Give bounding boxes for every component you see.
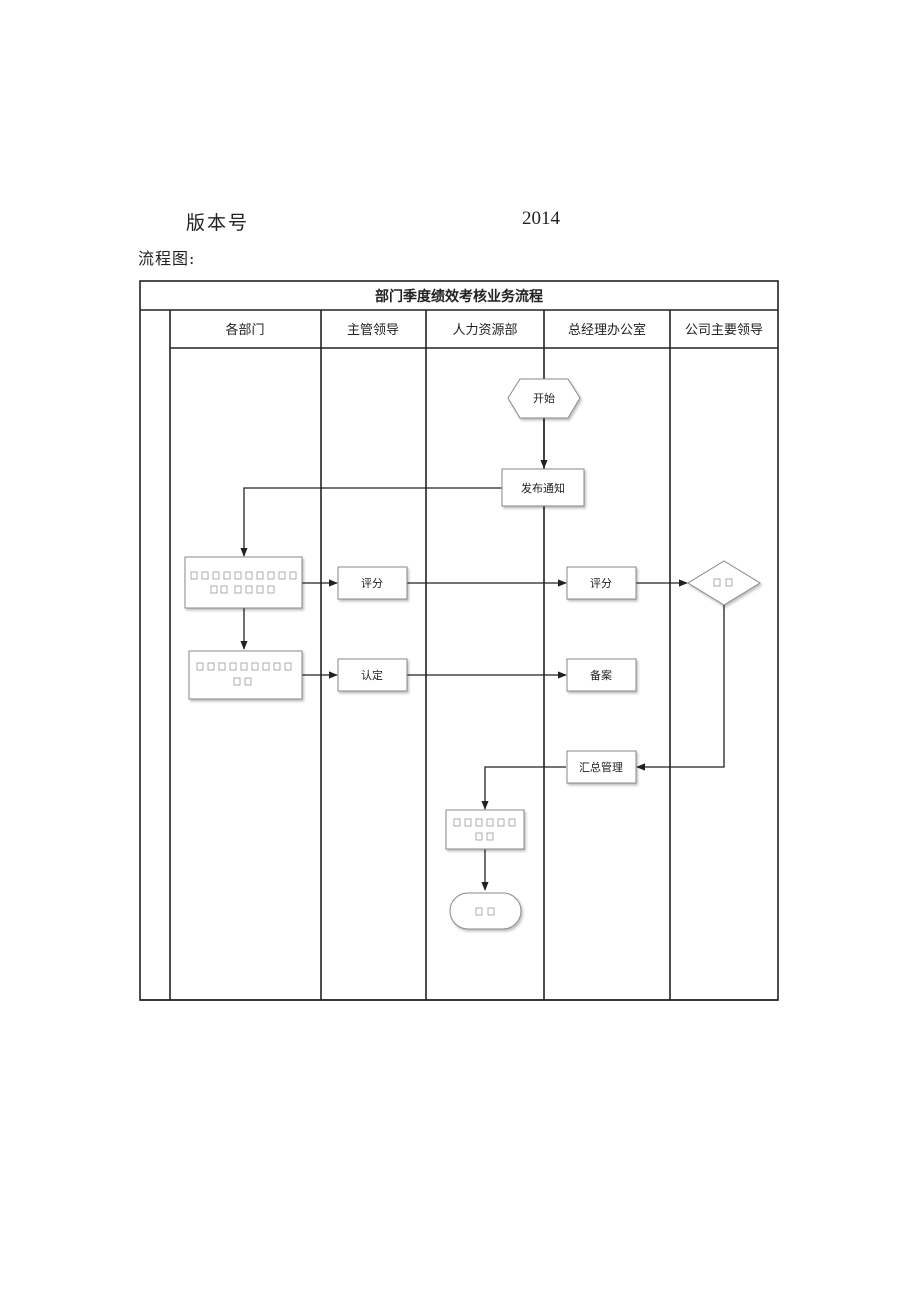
edge-summary-hr <box>481 766 566 810</box>
lane-header-departments: 各部门 <box>225 322 264 338</box>
diagram-title: 部门季度绩效考核业务流程 <box>375 288 543 305</box>
node-supervisor-score-label: 评分 <box>361 577 383 590</box>
node-supervisor-score: 评分 <box>337 566 408 600</box>
node-start-label: 开始 <box>533 391 555 405</box>
node-gm-office-record-label: 备案 <box>590 668 612 682</box>
node-start: 开始 <box>507 378 581 419</box>
node-summary-management: 汇总管理 <box>566 750 637 784</box>
node-end <box>449 892 522 930</box>
version-label: 版本号 <box>186 212 250 234</box>
edge-decision-summary <box>636 605 725 771</box>
lane-header-company-leader: 公司主要领导 <box>685 323 763 338</box>
node-gm-office-record: 备案 <box>566 658 637 692</box>
lane-header-gm-office: 总经理办公室 <box>568 322 646 338</box>
edge-publish-departments <box>240 487 502 557</box>
node-supervisor-confirm: 认定 <box>337 658 408 692</box>
illegible-text <box>190 571 297 594</box>
lane-header-hr: 人力资源部 <box>452 323 517 338</box>
node-supervisor-confirm-label: 认定 <box>361 668 383 682</box>
node-gm-office-score-label: 评分 <box>590 577 612 590</box>
node-department-form <box>188 650 303 700</box>
flowchart-label: 流程图: <box>138 249 196 268</box>
diagram-frame <box>139 280 779 1001</box>
node-department-self-eval <box>184 556 303 609</box>
node-hr-processing <box>445 809 525 850</box>
lane-header-supervisor: 主管领导 <box>347 323 399 338</box>
node-gm-office-score: 评分 <box>566 566 637 600</box>
node-leader-decision <box>687 560 761 606</box>
node-publish-notice: 发布通知 <box>501 468 585 507</box>
illegible-text <box>196 662 292 686</box>
node-summary-management-label: 汇总管理 <box>579 760 623 774</box>
illegible-text <box>453 818 516 841</box>
version-value: 2014 <box>522 208 560 229</box>
node-publish-notice-label: 发布通知 <box>521 481 565 495</box>
